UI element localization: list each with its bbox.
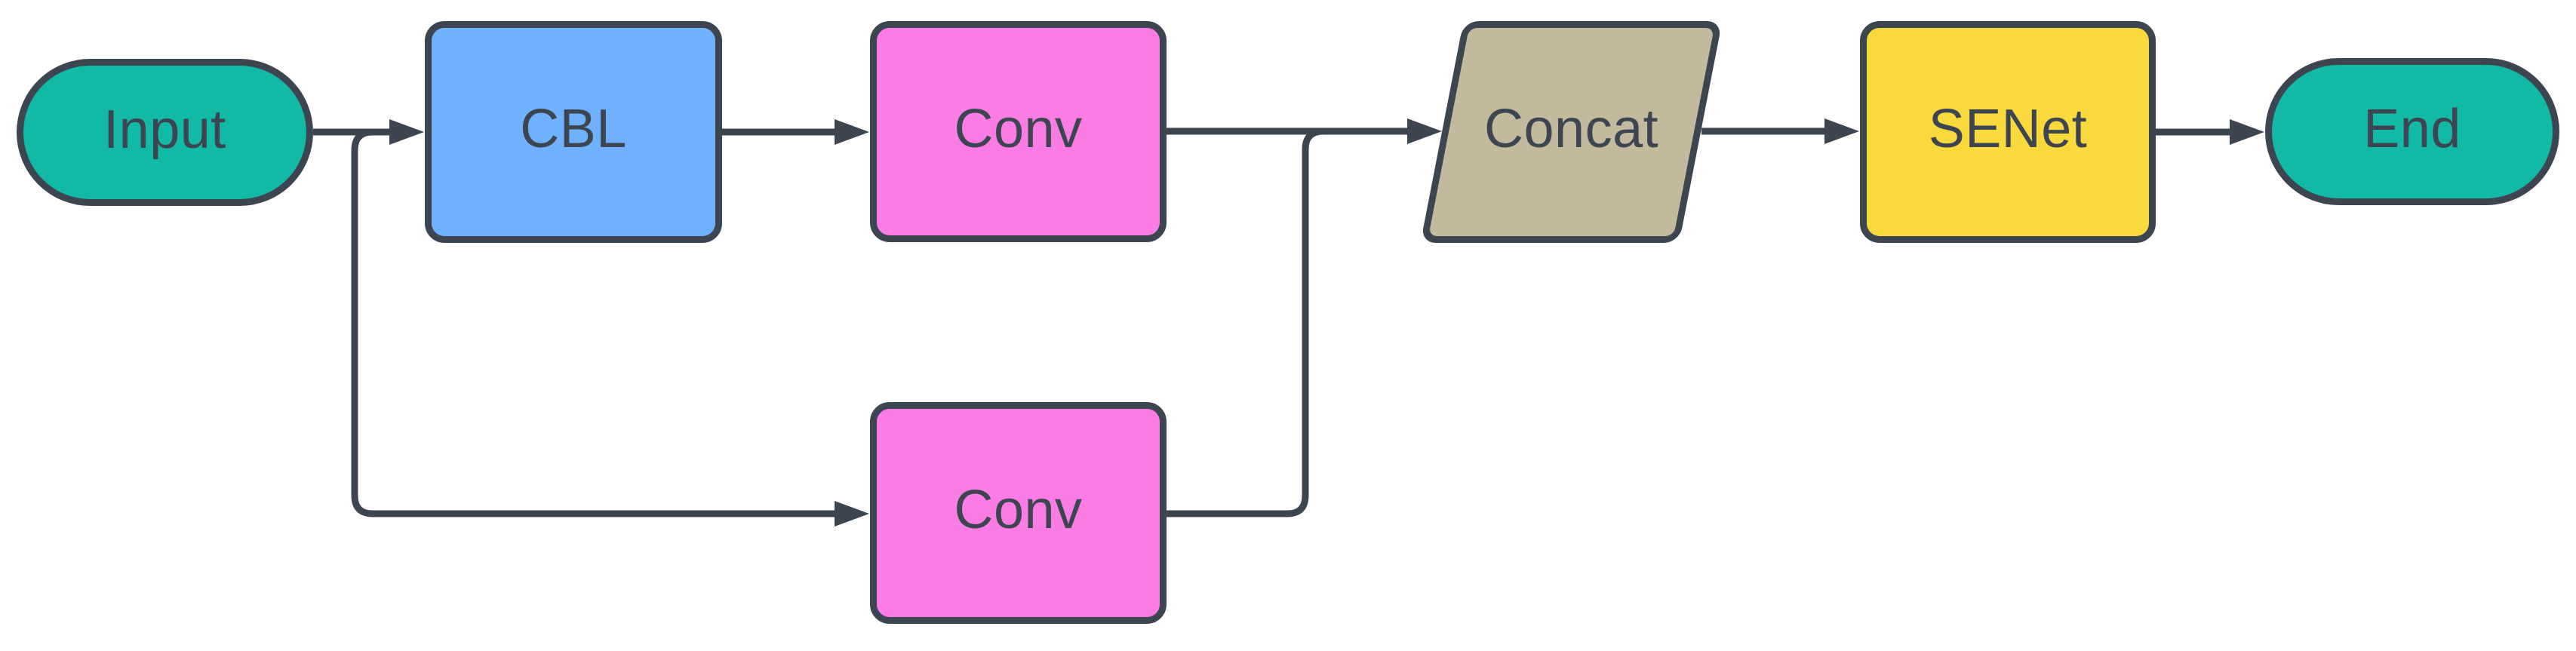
connector-lines	[313, 127, 2230, 517]
node-conv-bottom: Conv	[870, 402, 1167, 624]
arrowhead-icon	[1824, 118, 1859, 144]
node-senet: SENet	[1860, 21, 2156, 243]
node-senet-label: SENet	[1928, 99, 2088, 159]
node-input: Input	[17, 59, 313, 206]
node-concat: Concat	[1420, 21, 1723, 243]
node-conv-top-label: Conv	[954, 98, 1083, 159]
node-end-label: End	[2363, 98, 2461, 159]
arrowhead-icon	[2230, 119, 2264, 145]
node-input-label: Input	[103, 99, 226, 160]
arrowhead-icon	[835, 119, 869, 145]
node-cbl-label: CBL	[520, 99, 627, 159]
edge-input-conv-bottom	[351, 128, 835, 517]
edge-conv-bottom-concat	[1167, 127, 1324, 517]
node-conv-top: Conv	[870, 21, 1167, 242]
arrowhead-icon	[389, 119, 424, 145]
node-cbl: CBL	[425, 21, 722, 243]
arrowhead-icon	[835, 501, 869, 527]
arrowhead-icon	[1407, 118, 1442, 144]
node-end: End	[2265, 58, 2559, 205]
arrowheads	[389, 118, 2264, 527]
node-concat-label: Concat	[1483, 99, 1659, 159]
node-conv-bottom-label: Conv	[954, 480, 1083, 540]
